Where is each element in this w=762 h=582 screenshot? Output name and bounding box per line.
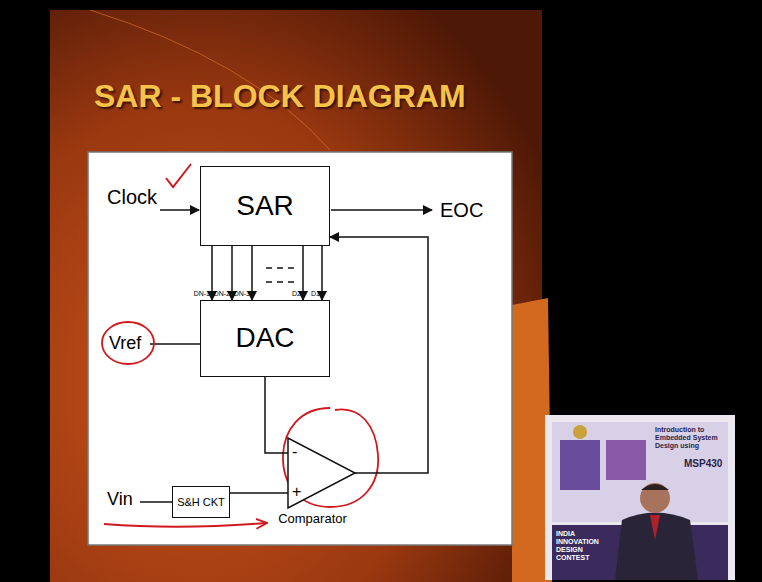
inset-text: Introduction to Embedded System Design u… xyxy=(655,426,727,450)
inset-text: INDIA INNOVATION DESIGN CONTEST xyxy=(556,530,612,562)
signal-connector xyxy=(231,246,233,300)
bit-label: DN-2 xyxy=(210,289,230,298)
bit-label: DN-3 xyxy=(230,289,250,298)
inset-text: MSP430 xyxy=(684,458,722,469)
red-circle xyxy=(102,322,154,364)
input-sign: + xyxy=(292,482,301,502)
signal-label: Vref xyxy=(109,333,141,354)
red-arrow xyxy=(104,523,266,527)
signal-connector xyxy=(321,246,323,300)
vin-wire xyxy=(140,501,172,503)
signal-label: EOC xyxy=(440,199,483,222)
clock-wire xyxy=(160,209,199,211)
dac-block: DAC xyxy=(200,300,330,377)
input-sign: - xyxy=(292,442,297,462)
signal-connector xyxy=(265,377,288,453)
sample-hold-block: S&H CKT xyxy=(172,486,230,518)
vref-wire xyxy=(150,343,200,345)
slide-title: SAR - BLOCK DIAGRAM xyxy=(94,78,466,115)
signal-connector xyxy=(230,492,288,494)
comparator-label: Comparator xyxy=(265,511,360,526)
comparator-symbol: - + Comparator xyxy=(265,436,360,528)
block-label: SAR xyxy=(236,191,294,222)
bit-label: D1 xyxy=(300,289,320,298)
eoc-wire xyxy=(331,209,432,211)
red-checkmark xyxy=(166,164,191,187)
ellipsis-dashes xyxy=(266,268,294,282)
signal-connector xyxy=(211,246,213,300)
signal-connector xyxy=(302,246,304,300)
signal-connector xyxy=(251,246,253,300)
bit-label: D2 xyxy=(281,289,301,298)
sar-block: SAR xyxy=(200,166,330,246)
diagram-panel xyxy=(88,152,512,545)
block-label: S&H CKT xyxy=(177,496,225,508)
block-label: DAC xyxy=(235,323,294,354)
video-inset xyxy=(545,415,735,580)
signal-connector xyxy=(330,237,428,473)
orange-band xyxy=(50,10,542,582)
signal-label: Clock xyxy=(107,186,157,209)
bit-label: DN-1 xyxy=(190,289,210,298)
comparator-outline xyxy=(288,438,355,508)
red-circle xyxy=(283,408,378,507)
signal-label: Vin xyxy=(107,489,133,510)
